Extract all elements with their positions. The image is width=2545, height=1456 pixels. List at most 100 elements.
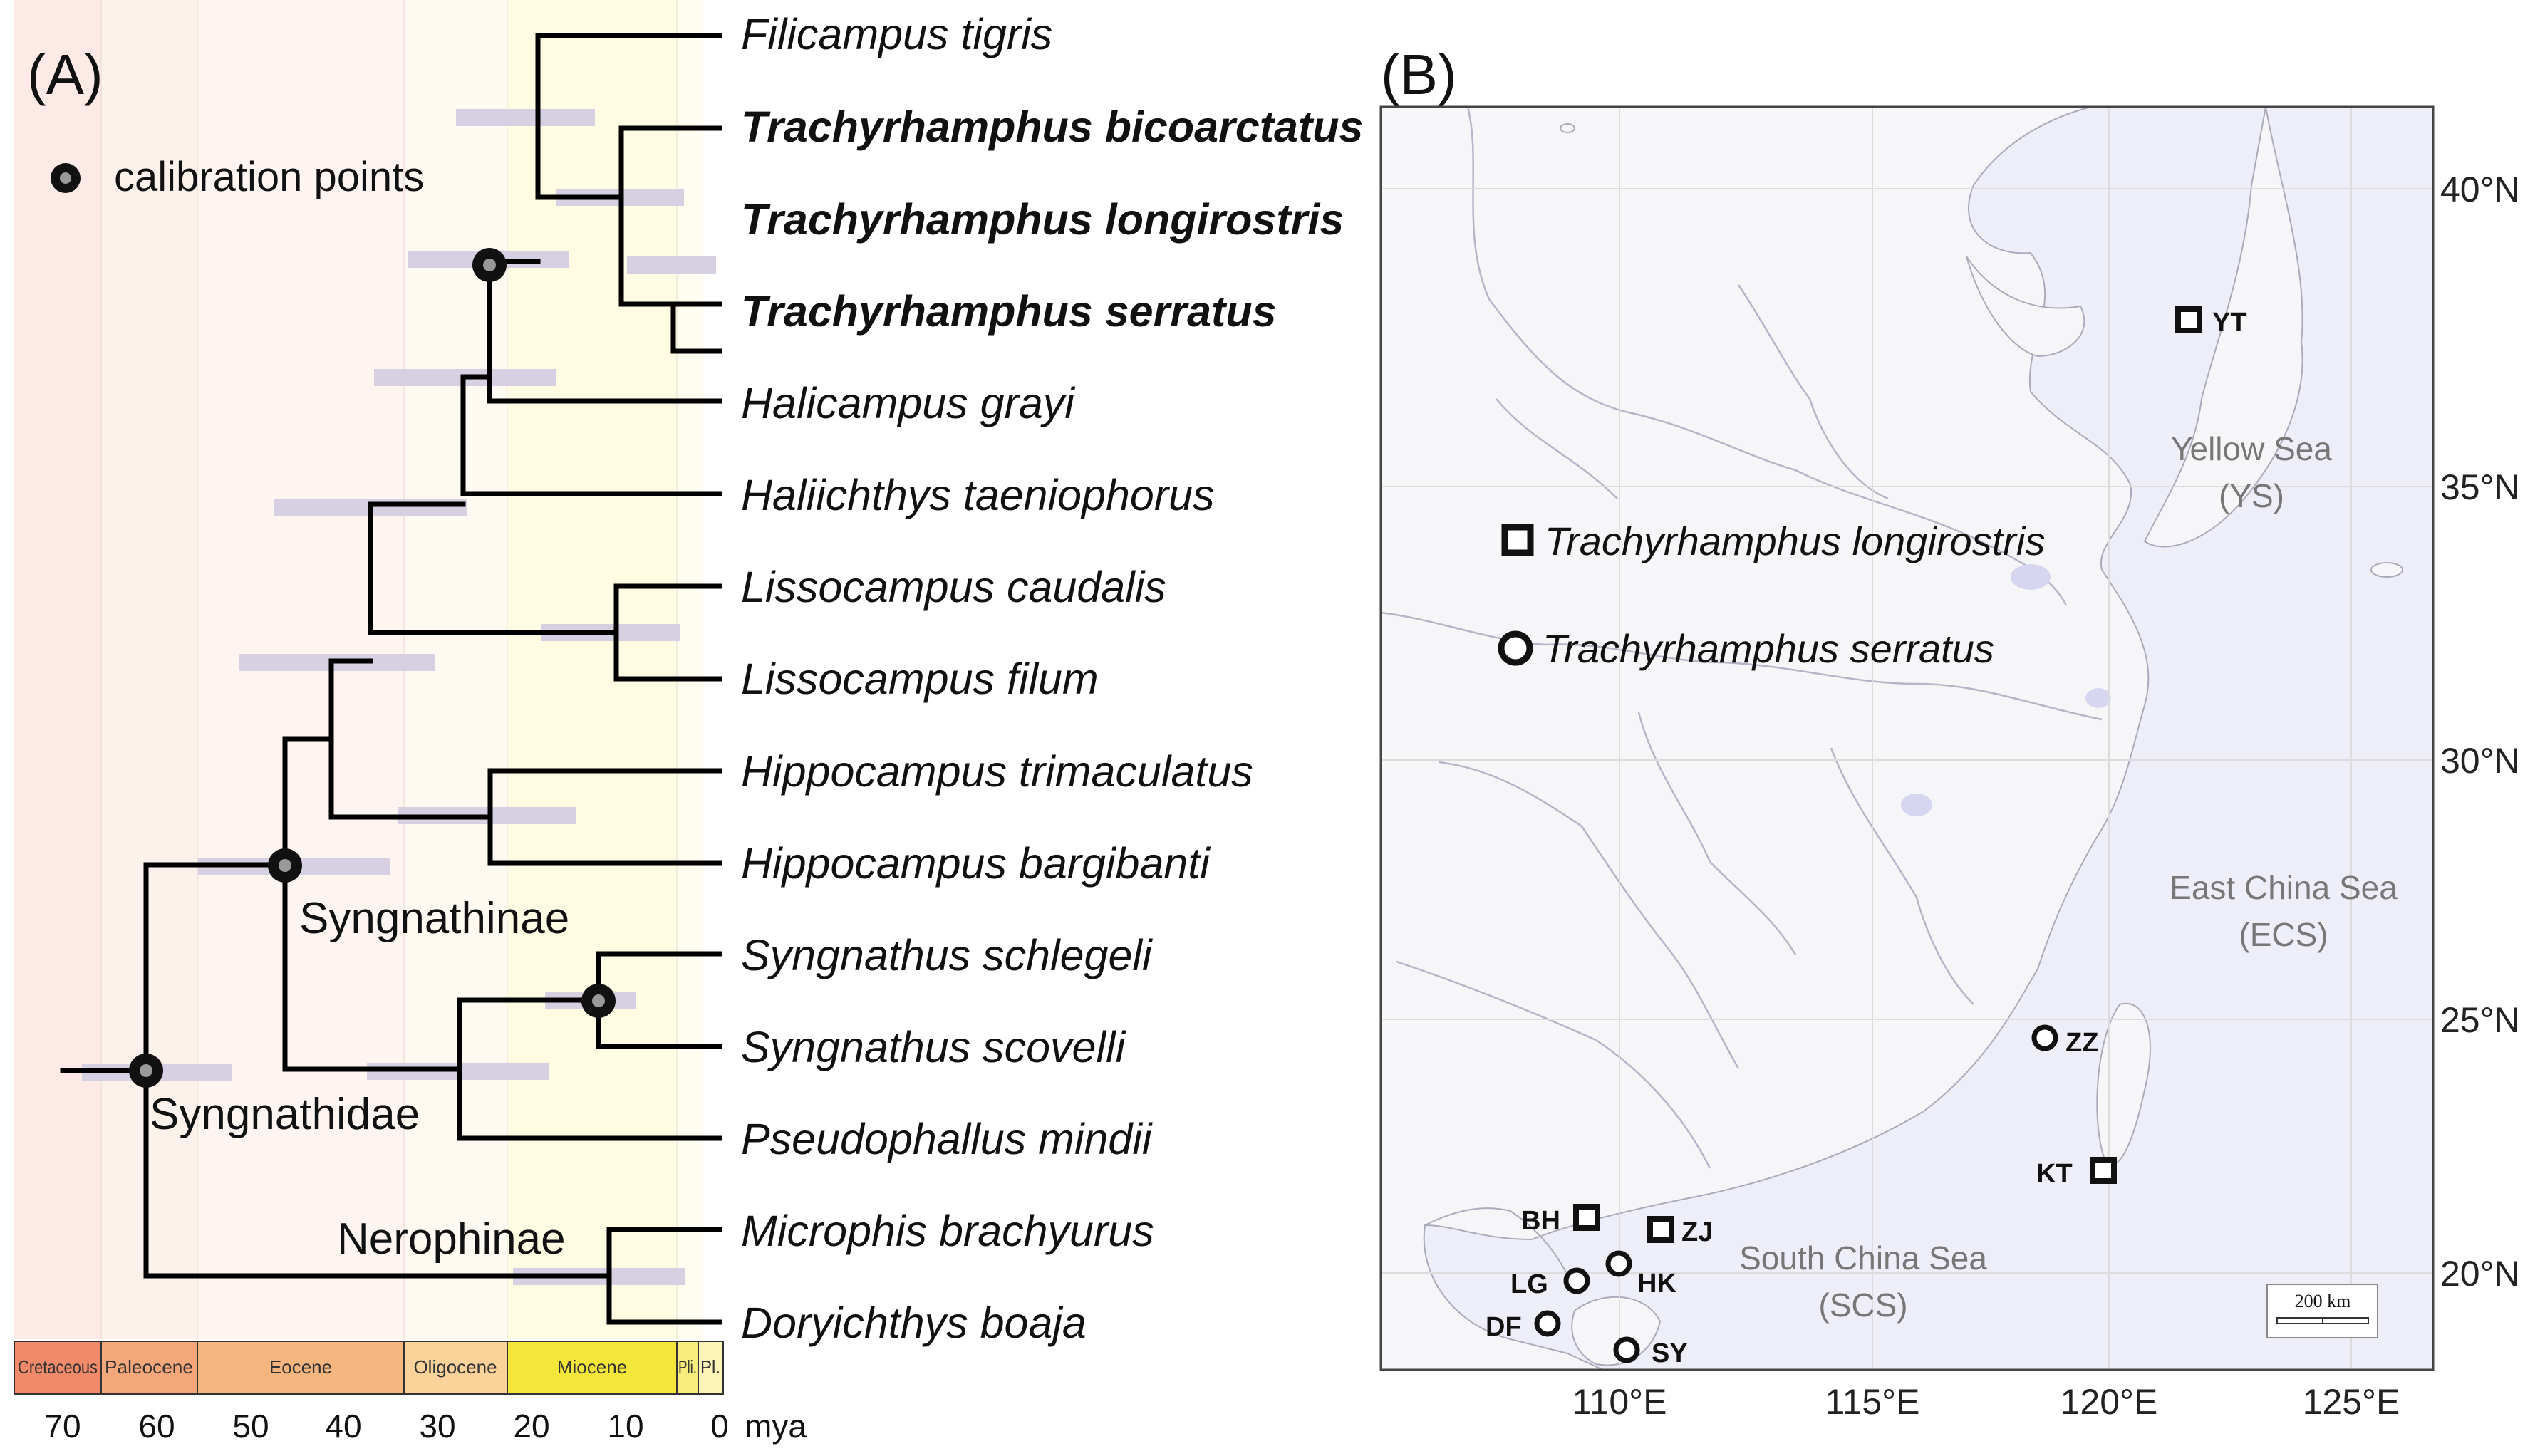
ci-bar bbox=[627, 256, 716, 274]
calibration-point bbox=[268, 848, 302, 883]
island bbox=[1560, 123, 1575, 133]
sea-label-south-china-sea-abbr: (SCS) bbox=[1818, 1286, 1907, 1324]
axis-tick-label: 50 bbox=[232, 1408, 269, 1445]
legend-calibration-label: calibration points bbox=[114, 154, 424, 200]
lake bbox=[2085, 688, 2111, 708]
axis-tick-label: 70 bbox=[44, 1408, 81, 1445]
sea-label-yellow-sea-abbr: (YS) bbox=[2219, 477, 2284, 514]
branch-filicampus bbox=[535, 33, 722, 200]
branch-lissocampus-clade bbox=[368, 501, 619, 635]
epoch-label: Miocene bbox=[557, 1356, 627, 1378]
scale-bar-box bbox=[2266, 1284, 2378, 1338]
taxon-label: Trachyrhamphus serratus bbox=[741, 287, 1277, 336]
lon-label: 115°E bbox=[1825, 1382, 1919, 1422]
lon-label: 125°E bbox=[2303, 1382, 2400, 1422]
axis-unit-label: mya bbox=[745, 1408, 807, 1445]
taxon-label: Trachyrhamphus bicoarctatus bbox=[741, 103, 1363, 151]
epoch-cell-pleistocene bbox=[698, 1341, 724, 1395]
scale-bar-segment bbox=[2276, 1317, 2323, 1324]
island bbox=[2370, 562, 2403, 578]
site-label: LG bbox=[1510, 1269, 1548, 1299]
clade-label-syngnathidae: Syngnathidae bbox=[150, 1090, 420, 1139]
ci-bar bbox=[456, 109, 595, 126]
sampling-sites: YT ZZ KT BH ZJ HK LG DF SY bbox=[1486, 306, 2247, 1368]
scale-bar-label: 200 km bbox=[2295, 1291, 2351, 1311]
branch-haliichthys bbox=[460, 374, 722, 496]
time-axis: 70 60 50 40 30 20 10 0 mya bbox=[44, 1408, 807, 1445]
taxon-label: Haliichthys taeniophorus bbox=[741, 471, 1215, 519]
rivers bbox=[1380, 106, 2103, 1169]
branch-syngnathinae bbox=[282, 736, 462, 1072]
lat-label: 40°N bbox=[2440, 170, 2520, 209]
epoch-cell-paleocene bbox=[100, 1341, 198, 1395]
bg-miocene bbox=[507, 0, 677, 1339]
site-marker-sy bbox=[1613, 1336, 1640, 1363]
axis-tick-label: 30 bbox=[419, 1408, 455, 1445]
peninsula bbox=[1966, 256, 2085, 358]
legend-circle-marker bbox=[1498, 630, 1533, 666]
legend-longirostris-label: Trachyrhamphus longirostris bbox=[1545, 519, 2045, 563]
taxon-label: Syngnathus scovelli bbox=[741, 1023, 1126, 1071]
taxon-label: Microphis brachyurus bbox=[741, 1207, 1154, 1255]
lake bbox=[2011, 564, 2051, 590]
legend-calibration-marker-core bbox=[60, 172, 71, 184]
site-label: ZZ bbox=[2065, 1028, 2098, 1058]
lake bbox=[1901, 794, 1932, 816]
lat-label: 35°N bbox=[2440, 467, 2520, 507]
lat-label: 30°N bbox=[2440, 741, 2520, 781]
epoch-label: Pl. bbox=[700, 1356, 720, 1378]
branch-longirostris-serratus bbox=[670, 301, 722, 354]
lat-label: 25°N bbox=[2440, 1000, 2520, 1040]
site-marker-zj bbox=[1647, 1216, 1674, 1243]
lat-label: 20°N bbox=[2440, 1254, 2520, 1294]
branch-trachyrhamphus bbox=[618, 125, 722, 307]
lon-label: 120°E bbox=[2061, 1382, 2158, 1422]
sea-label-south-china-sea: South China Sea bbox=[1739, 1239, 1987, 1276]
taxon-label: Halicampus grayi bbox=[741, 379, 1075, 427]
taxon-label: Lissocampus caudalis bbox=[741, 563, 1166, 611]
axis-tick-label: 40 bbox=[325, 1408, 361, 1445]
site-marker-zz bbox=[2031, 1024, 2058, 1051]
epoch-label: Pli. bbox=[678, 1356, 697, 1378]
calibration-point bbox=[581, 984, 616, 1018]
epoch-cell-miocene bbox=[507, 1341, 678, 1395]
korean-peninsula bbox=[2143, 106, 2303, 548]
axis-tick-label: 0 bbox=[710, 1408, 729, 1445]
taxon-label: Filicampus tigris bbox=[741, 10, 1052, 58]
epoch-label: Oligocene bbox=[413, 1356, 497, 1378]
panel-b: (B) bbox=[1379, 43, 2520, 1422]
axis-tick-label: 60 bbox=[138, 1408, 175, 1445]
panel-a: (A) calibration points bbox=[14, 0, 1363, 1445]
epoch-label: Cretaceous bbox=[18, 1356, 98, 1378]
scale-bar-segment bbox=[2322, 1317, 2369, 1324]
taxon-label: Hippocampus trimaculatus bbox=[741, 747, 1253, 796]
sea-area bbox=[1423, 106, 2434, 1371]
calibration-points bbox=[129, 248, 616, 1088]
taxon-labels: Filicampus tigris Trachyrhamphus bicoarc… bbox=[741, 10, 1363, 1347]
map-frame bbox=[1379, 105, 2435, 1371]
legend-serratus-label: Trachyrhamphus serratus bbox=[1543, 626, 1994, 671]
legend-square-marker bbox=[1501, 524, 1534, 556]
epoch-cell-cretaceous bbox=[14, 1341, 102, 1395]
bg-paleocene bbox=[101, 0, 197, 1339]
epoch-label: Eocene bbox=[269, 1356, 332, 1378]
panel-b-label: (B) bbox=[1381, 43, 1457, 106]
taxon-label: Pseudophallus mindii bbox=[741, 1115, 1153, 1163]
latitude-labels: 40°N 35°N 30°N 25°N 20°N bbox=[2440, 170, 2520, 1294]
axis-tick-label: 20 bbox=[513, 1408, 549, 1445]
clade-label-nerophinae: Nerophinae bbox=[337, 1215, 566, 1264]
site-label: YT bbox=[2212, 308, 2247, 338]
site-label: HK bbox=[1637, 1269, 1676, 1299]
scale-bar: 200 km bbox=[2266, 1284, 2378, 1338]
sea-label-east-china-sea-abbr: (ECS) bbox=[2239, 916, 2328, 953]
coastline bbox=[1424, 1207, 1568, 1276]
site-marker-bh bbox=[1573, 1204, 1600, 1231]
bg-pliocene bbox=[677, 0, 703, 1339]
longitude-labels: 110°E 115°E 120°E 125°E bbox=[1572, 1382, 2400, 1422]
taxon-label: Doryichthys boaja bbox=[741, 1299, 1087, 1347]
taiwan-island bbox=[2096, 1002, 2151, 1165]
site-marker-kt bbox=[2090, 1157, 2117, 1184]
site-marker-df bbox=[1534, 1310, 1561, 1337]
sea-label-east-china-sea: East China Sea bbox=[2170, 869, 2398, 906]
